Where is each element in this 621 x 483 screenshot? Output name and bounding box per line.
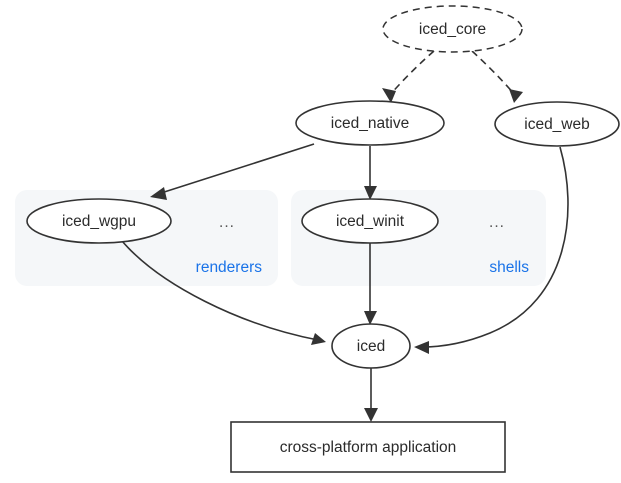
node-iced-native[interactable]: iced_native [295, 100, 445, 146]
node-cross-platform-application[interactable]: cross-platform application [230, 421, 506, 473]
cluster-shells-label: shells [489, 259, 529, 276]
arrowhead-web-iced [414, 341, 429, 354]
arrowhead-winit-iced [364, 311, 377, 325]
node-iced-label: iced [357, 338, 385, 355]
node-application-label: cross-platform application [280, 439, 457, 456]
node-iced-native-shape[interactable] [295, 100, 445, 146]
arrowhead-iced-app [364, 408, 378, 422]
edge-path-wgpu-iced [121, 240, 319, 341]
node-iced-core[interactable]: iced_core [382, 5, 523, 53]
node-application-shape[interactable] [230, 421, 506, 473]
edge-iced-wgpu-to-iced [121, 240, 326, 345]
arrowhead-native-winit [364, 186, 377, 200]
node-iced-winit-shape[interactable] [301, 198, 439, 244]
node-iced-web[interactable]: iced_web [494, 101, 620, 147]
node-iced-native-label: iced_native [331, 115, 409, 132]
edge-path-core-native [388, 50, 435, 97]
cluster-renderers-label: renderers [196, 259, 263, 276]
edge-iced-winit-to-iced [364, 242, 377, 325]
arrowhead-native-wgpu [150, 187, 167, 200]
edge-path-core-web [471, 50, 517, 97]
node-iced-shape[interactable] [331, 323, 411, 369]
node-iced-web-label: iced_web [524, 116, 590, 133]
node-iced-core-shape[interactable] [382, 5, 523, 53]
arrowhead-wgpu-iced [311, 333, 326, 345]
edge-iced-web-to-iced [414, 146, 569, 354]
node-iced-web-shape[interactable] [494, 101, 620, 147]
shells-more-label: ... [489, 214, 505, 231]
node-iced-winit[interactable]: iced_winit [301, 198, 439, 244]
node-iced-winit-label: iced_winit [336, 213, 405, 230]
node-iced[interactable]: iced [331, 323, 411, 369]
edge-iced-native-to-iced-winit [364, 146, 377, 200]
renderers-more-label: ... [219, 214, 235, 231]
edge-path-native-wgpu [157, 143, 315, 195]
edge-iced-to-application [364, 368, 378, 422]
node-iced-core-label: iced_core [419, 21, 486, 38]
edge-iced-core-to-iced-web [471, 50, 523, 103]
edge-iced-native-to-iced-wgpu [150, 143, 315, 200]
edge-iced-core-to-iced-native [382, 50, 435, 103]
arrowhead-core-native [382, 88, 396, 103]
node-iced-wgpu-label: iced_wgpu [62, 213, 136, 230]
node-iced-wgpu[interactable]: iced_wgpu [26, 198, 172, 244]
node-iced-wgpu-shape[interactable] [26, 198, 172, 244]
edge-path-web-iced [421, 146, 569, 348]
arrowhead-core-web [509, 89, 523, 103]
